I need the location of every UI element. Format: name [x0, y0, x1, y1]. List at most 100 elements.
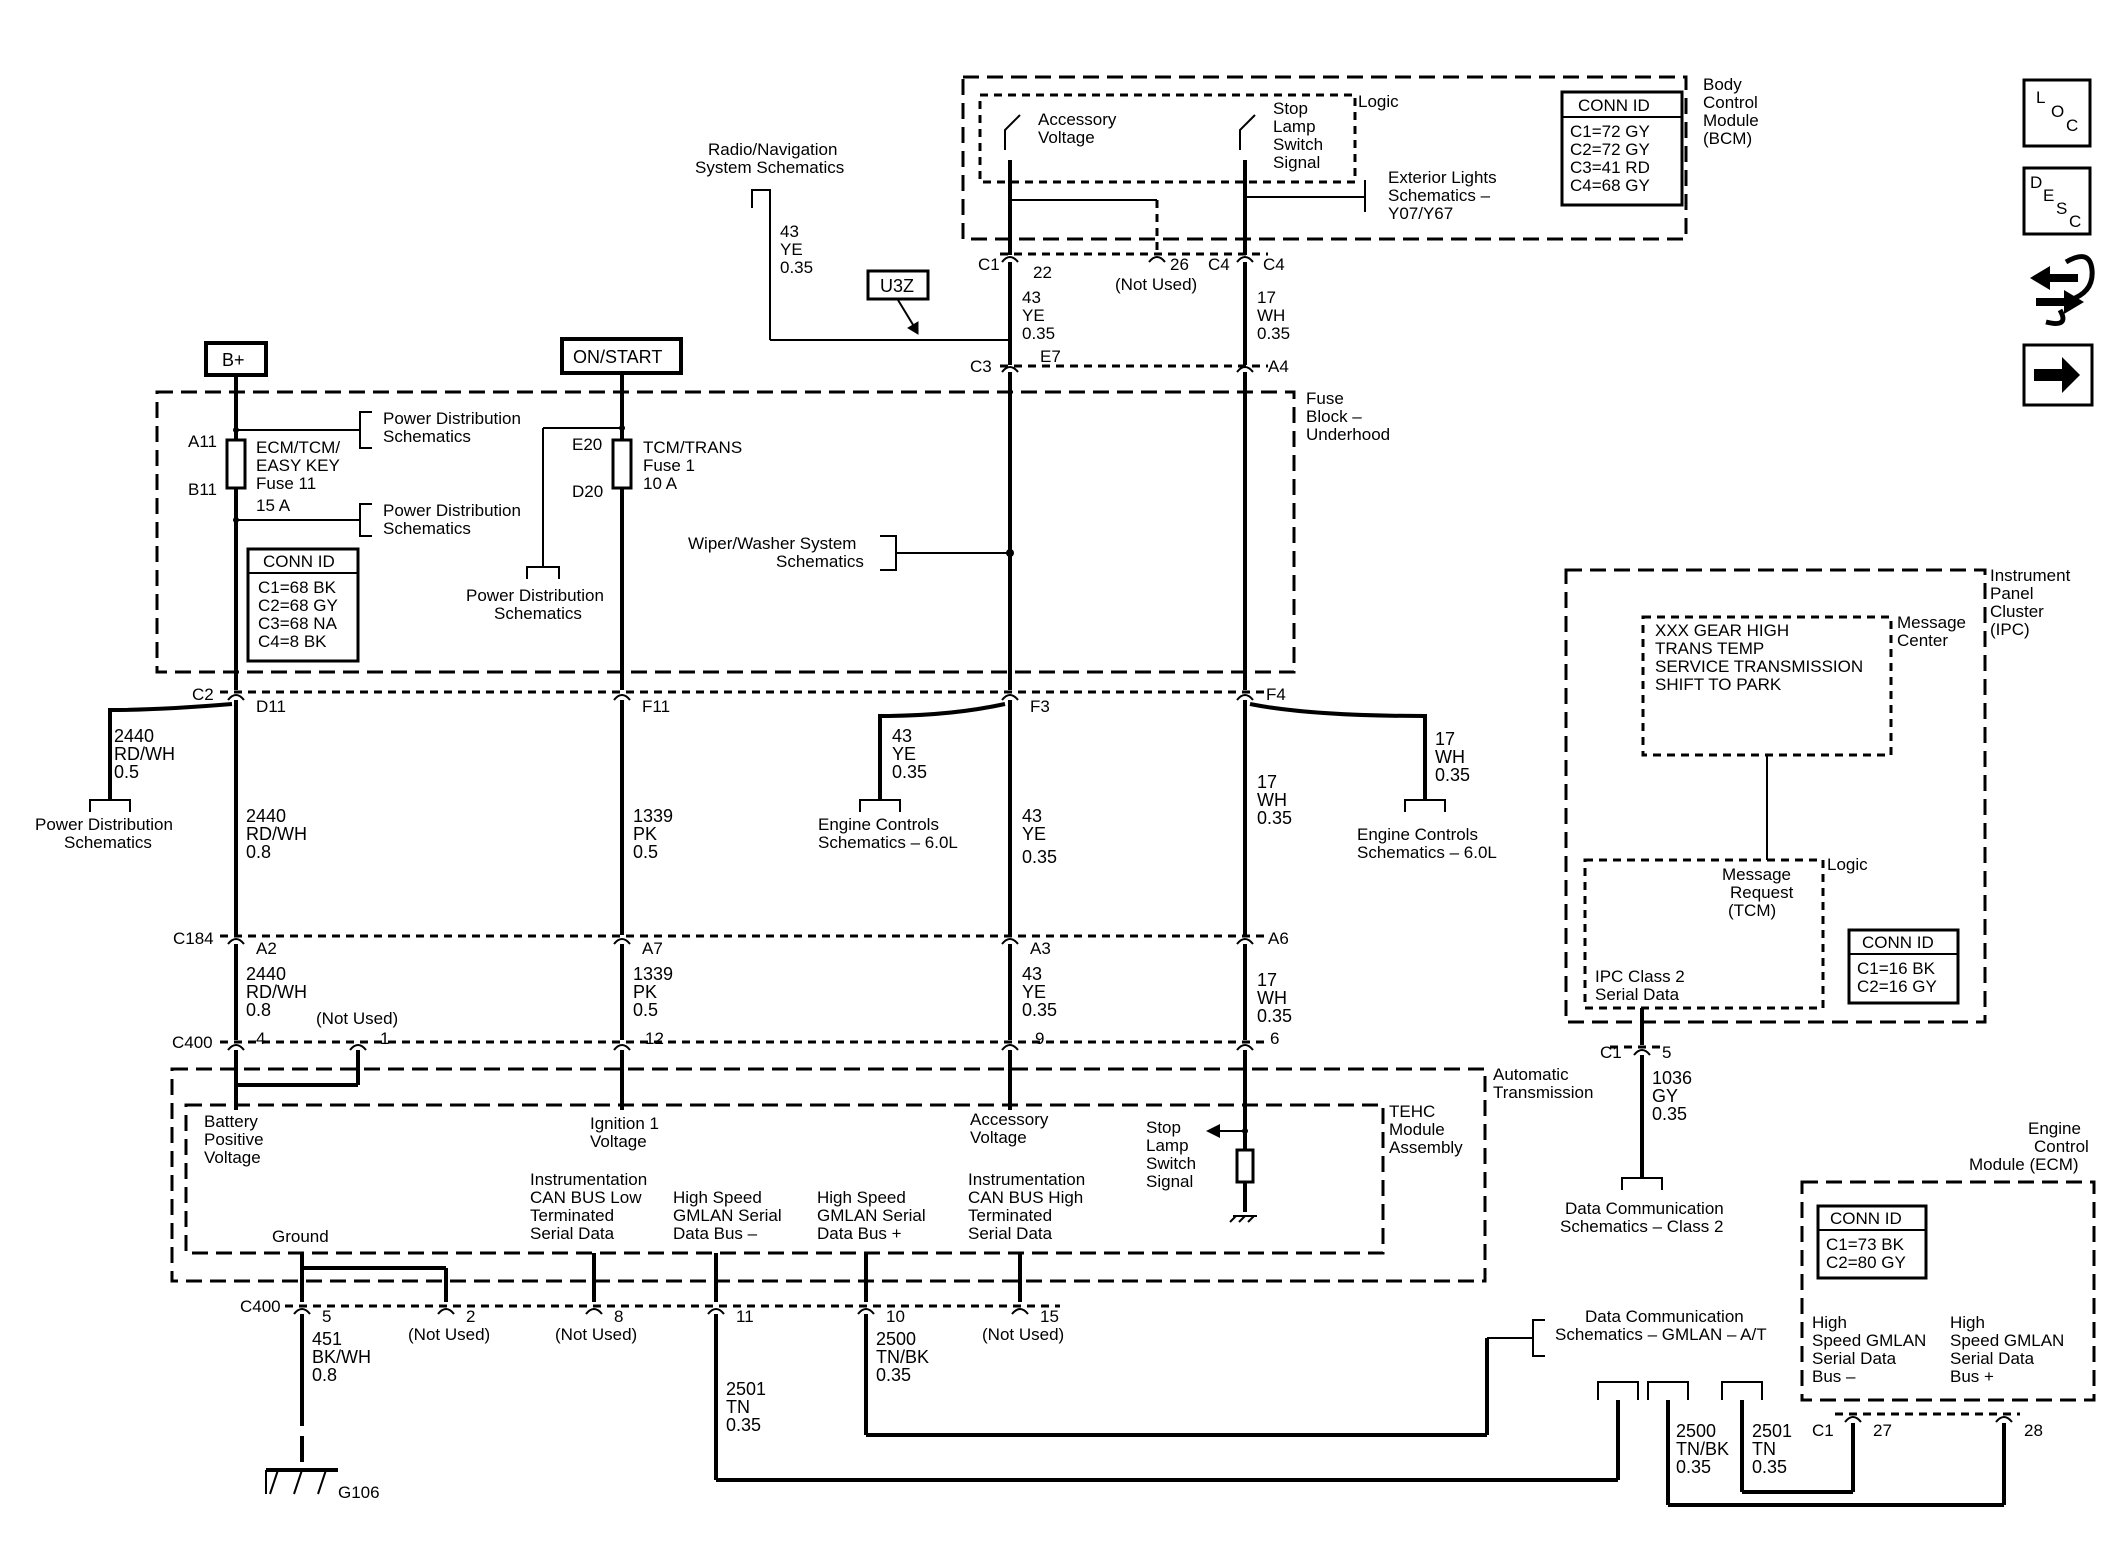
c400-pin8-connector[interactable]	[585, 1308, 603, 1315]
gmlan-minus-0: High Speed	[673, 1188, 762, 1207]
tehc-0: TEHC	[1389, 1102, 1435, 1121]
c400-pin12-connector[interactable]	[613, 1044, 631, 1051]
c1-pin22-label: 22	[1033, 263, 1052, 282]
a2-connector[interactable]	[227, 938, 245, 945]
c184-label: C184	[173, 929, 214, 948]
w2500-a-0: 2500	[876, 1329, 916, 1349]
w451-0: 451	[312, 1329, 342, 1349]
pd3-0: Power Distribution	[466, 586, 604, 605]
pd2-1: Schematics	[383, 519, 471, 538]
a3-connector[interactable]	[1001, 938, 1019, 945]
w2500-a-1: TN/BK	[876, 1347, 929, 1367]
data-gmlan-1: Schematics – GMLAN – A/T	[1555, 1325, 1767, 1344]
ipc-label-2: Cluster	[1990, 602, 2044, 621]
w2440-a-0: 2440	[246, 806, 286, 826]
tehc-1: Module	[1389, 1120, 1445, 1139]
fuse-11-icon[interactable]	[225, 438, 247, 490]
ecm-bus-plus-3: Bus +	[1950, 1367, 1994, 1386]
ext-lights-2: Y07/Y67	[1388, 204, 1453, 223]
w2500-b-2: 0.35	[1676, 1457, 1711, 1477]
ecm-conn-1: C2=80 GY	[1826, 1253, 1906, 1272]
bcm-conn-1: C2=72 GY	[1570, 140, 1650, 159]
c400-pin5-connector[interactable]	[293, 1308, 311, 1315]
a6-label: A6	[1268, 929, 1289, 948]
desc-icon[interactable]: D E S C	[2022, 166, 2092, 236]
ipc-pin5-connector[interactable]	[1633, 1049, 1651, 1056]
ecm-bus-plus-0: High	[1950, 1313, 1985, 1332]
a7-connector[interactable]	[613, 938, 631, 945]
bcm-stoplamp-switch-icon	[1239, 114, 1256, 150]
gmlan-plus-0: High Speed	[817, 1188, 906, 1207]
c1-pin26-connector[interactable]	[1148, 256, 1166, 263]
a3-label: A3	[1030, 939, 1051, 958]
lower-harness: 2440 RD/WH 0.8 (Not Used) 1339 PK 0.5 43…	[234, 944, 1292, 1040]
c400-pin2-label: 2	[466, 1307, 475, 1326]
w43-bcm-1: YE	[1022, 306, 1045, 325]
data-class2-1: Schematics – Class 2	[1560, 1217, 1723, 1236]
c1-ecm-label: C1	[1812, 1421, 1834, 1440]
w43-radio-2: 0.35	[780, 258, 813, 277]
arrow-right-icon[interactable]	[2022, 343, 2094, 407]
w2440-b-0: 2440	[246, 964, 286, 984]
c400-pin2-connector[interactable]	[437, 1308, 455, 1315]
e7-label: E7	[1040, 347, 1061, 366]
fuse-block-0: Fuse	[1306, 389, 1344, 408]
w451-1: BK/WH	[312, 1347, 371, 1367]
c184-connector-row: C184 A2 A7 A3 A6	[173, 929, 1289, 958]
c400-pin6-connector[interactable]	[1236, 1044, 1254, 1051]
gmlan-plus-1: GMLAN Serial	[817, 1206, 926, 1225]
w2440-pd-0: 2440	[114, 726, 154, 746]
ipc-conn-0: C1=16 BK	[1857, 959, 1936, 978]
c400-pin15-connector[interactable]	[1011, 1308, 1029, 1315]
loc-icon[interactable]: L O C	[2022, 78, 2092, 148]
fuse-1-icon[interactable]	[611, 438, 633, 490]
c400-pin10-connector[interactable]	[857, 1308, 875, 1315]
ecm-pin28-connector[interactable]	[1995, 1416, 2013, 1423]
c400-pin11-connector[interactable]	[707, 1308, 725, 1315]
bcm-label-1: Control	[1703, 93, 1758, 112]
f4-connector[interactable]	[1236, 694, 1254, 701]
fuse-block-top-connectors: C3 E7 A4	[970, 347, 1289, 376]
c400-pin12-label: 12	[645, 1029, 664, 1048]
ref-exterior-lights[interactable]: Exterior Lights Schematics – Y07/Y67	[1388, 168, 1497, 223]
w2500-b-0: 2500	[1676, 1421, 1716, 1441]
fuse-block-underhood: Fuse Block – Underhood A11 B11 ECM/TCM/ …	[155, 372, 1390, 690]
w43-bcm-2: 0.35	[1022, 324, 1055, 343]
c400-pin9-connector[interactable]	[1001, 1044, 1019, 1051]
f11-connector[interactable]	[613, 694, 631, 701]
w43-a-2: 0.35	[1022, 847, 1057, 867]
d11-connector[interactable]	[227, 694, 245, 701]
ref-radio-navigation[interactable]: Radio/Navigation System Schematics 43 YE…	[695, 140, 1010, 341]
fuse-block-2: Underhood	[1306, 425, 1390, 444]
c4-connector[interactable]	[1236, 256, 1254, 263]
ecm-bus-minus-2: Serial Data	[1812, 1349, 1897, 1368]
wiper-0: Wiper/Washer System	[688, 534, 856, 553]
w2501-b-0: 2501	[1752, 1421, 1792, 1441]
a6-connector[interactable]	[1236, 938, 1254, 945]
msg-request-0: Message	[1722, 865, 1791, 884]
harness-icon[interactable]	[2030, 254, 2095, 326]
w43-eng-1: YE	[892, 744, 916, 764]
c400-pin4-connector[interactable]	[227, 1044, 245, 1051]
bplus-label: B+	[222, 350, 245, 370]
c400-pin1-label: 1	[380, 1029, 389, 1048]
bcm-conn-0: C1=72 GY	[1570, 122, 1650, 141]
pd2-0: Power Distribution	[383, 501, 521, 520]
ecm-pin27-connector[interactable]	[1844, 1416, 1862, 1423]
a4-connector[interactable]	[1236, 366, 1254, 373]
c400-top-connector-row: C400 4 1 12 9 6	[172, 1029, 1279, 1212]
c3-e7-connector[interactable]	[1001, 366, 1019, 373]
automatic-transmission: Automatic Transmission TEHC Module Assem…	[170, 1065, 1593, 1302]
w2440-b-1: RD/WH	[246, 982, 307, 1002]
w43-a-1: YE	[1022, 824, 1046, 844]
c400-pin1-connector[interactable]	[349, 1044, 367, 1051]
radio-ref-1: System Schematics	[695, 158, 844, 177]
can-high-0: Instrumentation	[968, 1170, 1085, 1189]
w1339-b-2: 0.5	[633, 1000, 658, 1020]
fuse11-2: Fuse 11	[256, 474, 316, 493]
tehc-accessory-1: Voltage	[970, 1128, 1027, 1147]
f3-connector[interactable]	[1001, 694, 1019, 701]
fb-conn-3: C4=8 BK	[258, 632, 327, 651]
loc-letter-0: L	[2036, 88, 2045, 107]
c1-pin22-connector[interactable]	[1001, 256, 1019, 263]
